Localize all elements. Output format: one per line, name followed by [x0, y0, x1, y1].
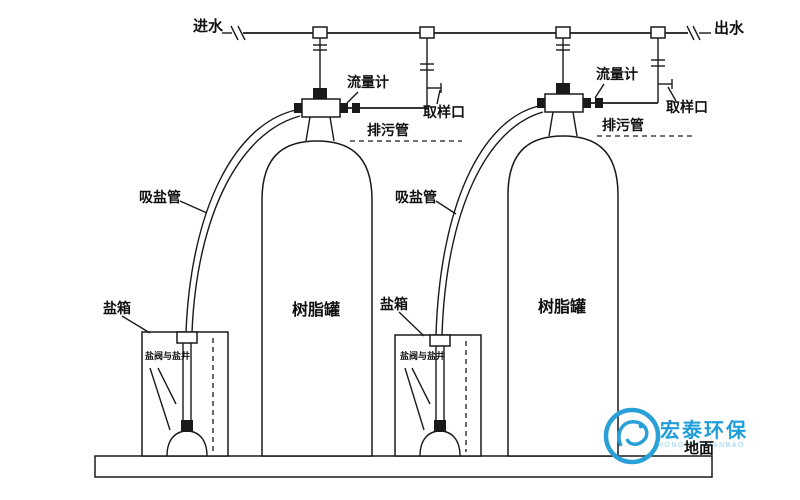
brand-logo-subtext: HONGTAIHUANBAO [658, 442, 745, 449]
salt-suction-right-label: 吸盐管 [395, 189, 437, 205]
salt-box-right-label: 盐箱 [380, 296, 408, 312]
salt-valve [434, 420, 446, 432]
outlet-label: 出水 [714, 20, 745, 37]
resin-tank-left-label: 树脂罐 [292, 302, 341, 319]
salt-valve [181, 420, 193, 432]
tee-fitting [419, 26, 435, 39]
salt-valve-well-left-label: 盐阀与盐井 [145, 351, 191, 361]
flow-meter-body [595, 98, 603, 108]
left-salt-box [141, 331, 229, 457]
pipe-risers [312, 26, 666, 108]
tee-fitting [555, 26, 571, 39]
tee-fitting [312, 26, 328, 39]
salt-well [419, 430, 461, 457]
sampling-port-left-label: 取样口 [423, 104, 465, 120]
flow-meter-body [352, 103, 360, 113]
salt-suction-left-label: 吸盐管 [139, 189, 181, 205]
ground-label: 地面 [684, 440, 715, 457]
tee-fitting [650, 26, 666, 39]
main-top-pipe [222, 25, 711, 41]
right-control-valve [537, 83, 695, 137]
flow-meter-right-label: 流量计 [596, 66, 638, 82]
left-control-valve [294, 88, 462, 142]
drain-pipe-left-label: 排污管 [367, 122, 409, 138]
sampling-ports [427, 79, 673, 93]
sampling-port-right-label: 取样口 [666, 99, 708, 115]
salt-box-left-label: 盐箱 [103, 300, 131, 316]
right-salt-box [394, 334, 482, 457]
resin-tank-right-label: 树脂罐 [538, 299, 587, 316]
inlet-label: 进水 [193, 18, 224, 35]
drain-pipe-right-label: 排污管 [602, 117, 644, 133]
leader-lines [121, 83, 677, 431]
flow-meter-left-label: 流量计 [347, 74, 389, 90]
salt-valve-well-right-label: 盐阀与盐井 [400, 351, 446, 361]
salt-well [166, 430, 208, 457]
brand-logo-icon [603, 407, 661, 465]
salt-suction-pipes [185, 105, 544, 336]
left-resin-tank [261, 140, 373, 457]
brand-logo-name: 宏泰环保 [660, 420, 748, 442]
right-resin-tank [507, 135, 619, 457]
